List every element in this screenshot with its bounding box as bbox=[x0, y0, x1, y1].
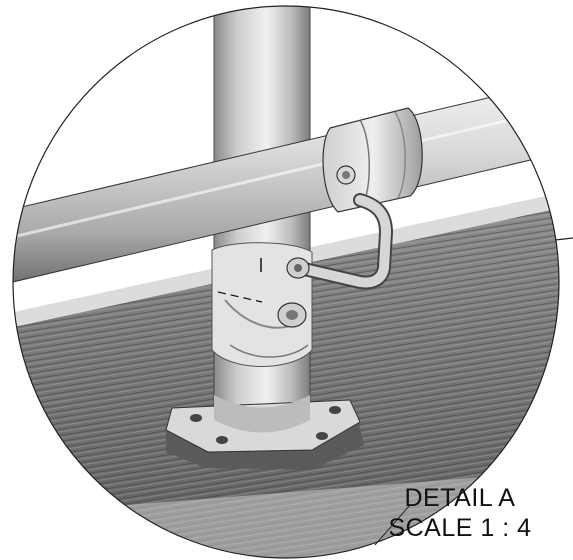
detail-boundary-circle bbox=[12, 5, 560, 559]
centerline bbox=[217, 291, 263, 303]
leader-line bbox=[374, 504, 411, 546]
leader-line bbox=[554, 237, 573, 241]
bolt-hole bbox=[316, 432, 328, 440]
base-flange bbox=[165, 395, 364, 470]
bolt-hole bbox=[216, 436, 228, 444]
horizontal-handrail bbox=[13, 77, 559, 286]
detail-title: DETAIL A bbox=[404, 484, 516, 512]
bolt-hole bbox=[329, 406, 341, 414]
rail-collar bbox=[322, 107, 423, 213]
detail-scale: SCALE 1 : 4 bbox=[388, 514, 532, 542]
bolt-hole bbox=[190, 414, 202, 422]
connector-rod bbox=[286, 193, 394, 290]
swivel-knuckle bbox=[211, 242, 313, 367]
post-front-segment bbox=[214, 232, 310, 260]
